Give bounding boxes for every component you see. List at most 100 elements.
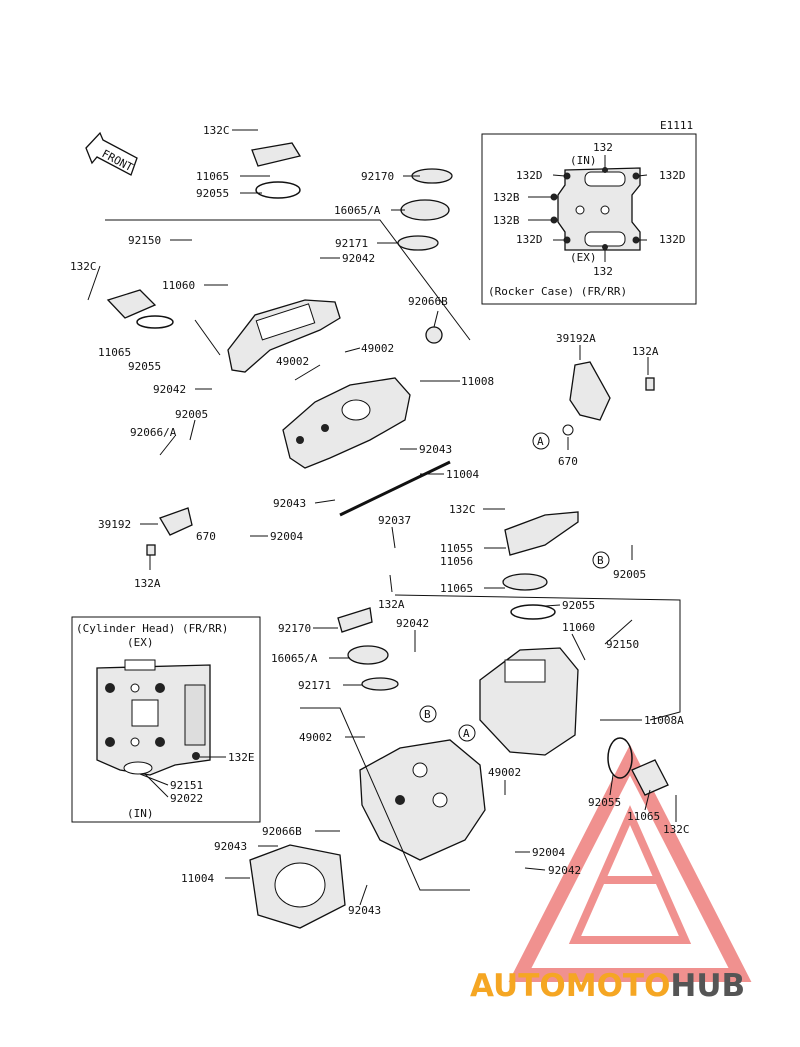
part-label: 92004 [270,530,303,543]
cyl-inset-caption: (Cylinder Head) (FR/RR) [76,622,228,635]
part-label: 92004 [532,846,565,859]
rocker-label-132b-1: 132B [493,191,520,204]
cylinder-gasket-rear [249,844,346,929]
part-label: 39192 [98,518,131,531]
part-label: 39192A [556,332,596,345]
part-label: 92005 [175,408,208,421]
part-label: 49002 [299,731,332,744]
cylinder-head-inset-drawing [96,659,211,776]
part-label: 92043 [348,904,381,917]
part-label: 92043 [419,443,452,456]
rocker-case-inset-box [481,133,697,305]
rocker-label-132d-br: 132D [659,233,686,246]
cylinder-head-rear [359,739,486,861]
part-label: 92066/A [130,426,177,439]
cyl-inset-leaders [139,756,226,798]
rocker-label-132-bottom: 132 [593,265,613,278]
part-label: 132C [449,503,476,516]
rocker-label-132-top: 132 [593,141,613,154]
rocker-label-in: (IN) [570,154,597,167]
rocker-label-132d-tl: 132D [516,169,543,182]
part-label: 132C [203,124,230,137]
part-label: 11008A [644,714,684,727]
rocker-case-front [227,299,341,373]
part-label: 92150 [606,638,639,651]
part-label: 92150 [128,234,161,247]
rocker-label-ex: (EX) [570,251,597,264]
rocker-label-132d-bl: 132D [516,233,543,246]
cyl-label-92022: 92022 [170,792,203,805]
svg-text:B: B [597,554,604,567]
part-label: 16065/A [271,652,318,665]
part-label: 11065 [196,170,229,183]
part-label: 132A [632,345,659,358]
part-label: 11008 [461,375,494,388]
part-label: 92055 [128,360,161,373]
part-label: 11065 [98,346,131,359]
cylinder-head-inset-box [71,616,261,823]
part-label: 92066B [262,825,302,838]
callout-a-upper: A [532,432,550,450]
part-label: 49002 [276,355,309,368]
svg-text:B: B [424,708,431,721]
part-label: 49002 [488,766,521,779]
part-label: 92171 [298,679,331,692]
gasket-front [339,460,451,517]
part-label: 132A [134,577,161,590]
part-label: 92055 [588,796,621,809]
cyl-inset-ex: (EX) [127,636,154,649]
part-label: 11060 [562,621,595,634]
part-label: 11060 [162,279,195,292]
part-label: 92042 [342,252,375,265]
part-label: 92171 [335,237,368,250]
part-label: 92042 [396,617,429,630]
part-label: 670 [558,455,578,468]
part-label: 11056 [440,555,473,568]
part-label: 92037 [378,514,411,527]
part-label: 92066B [408,295,448,308]
part-label: 92042 [153,383,186,396]
part-label: 49002 [361,342,394,355]
part-label: 132A [378,598,405,611]
rocker-cover-plate-top [251,142,302,199]
part-label: 92055 [562,599,595,612]
left-cover-plate [106,289,174,329]
front-arrow-icon: FRONT [85,131,138,176]
rocker-case-drawing [550,167,641,251]
part-label: 132C [663,823,690,836]
svg-text:A: A [463,727,470,740]
svg-text:A: A [537,435,544,448]
rocker-case-leaders [528,155,648,262]
cylinder-head-front [282,377,411,469]
part-label: 92170 [361,170,394,183]
water-fitting-39192a [562,361,655,436]
cyl-label-132e: 132E [228,751,255,764]
ref-code: E1111 [660,119,693,132]
part-label: 92043 [273,497,306,510]
rocker-case-rear [479,647,579,756]
part-label: 92042 [548,864,581,877]
intake-pipe-assembly [397,168,453,344]
part-label: 670 [196,530,216,543]
cyl-inset-in: (IN) [127,807,154,820]
intake-pipe-assembly-rear [337,607,399,691]
part-label: 16065/A [334,204,381,217]
callout-b-lower: B [419,705,437,723]
part-label: 11065 [440,582,473,595]
callout-a-lower: A [458,724,476,742]
rocker-inset-caption: (Rocker Case) (FR/RR) [488,285,627,298]
rear-cover-plate [607,737,669,796]
part-label: 11065 [627,810,660,823]
part-label: 92055 [196,187,229,200]
cyl-label-92151: 92151 [170,779,203,792]
part-label: 11004 [181,872,214,885]
part-label: 92005 [613,568,646,581]
watermark-logo [508,744,752,982]
part-label: 92170 [278,622,311,635]
part-label: 92043 [214,840,247,853]
callout-b-upper: B [592,551,610,569]
part-label: 11055 [440,542,473,555]
part-label: 132C [70,260,97,273]
